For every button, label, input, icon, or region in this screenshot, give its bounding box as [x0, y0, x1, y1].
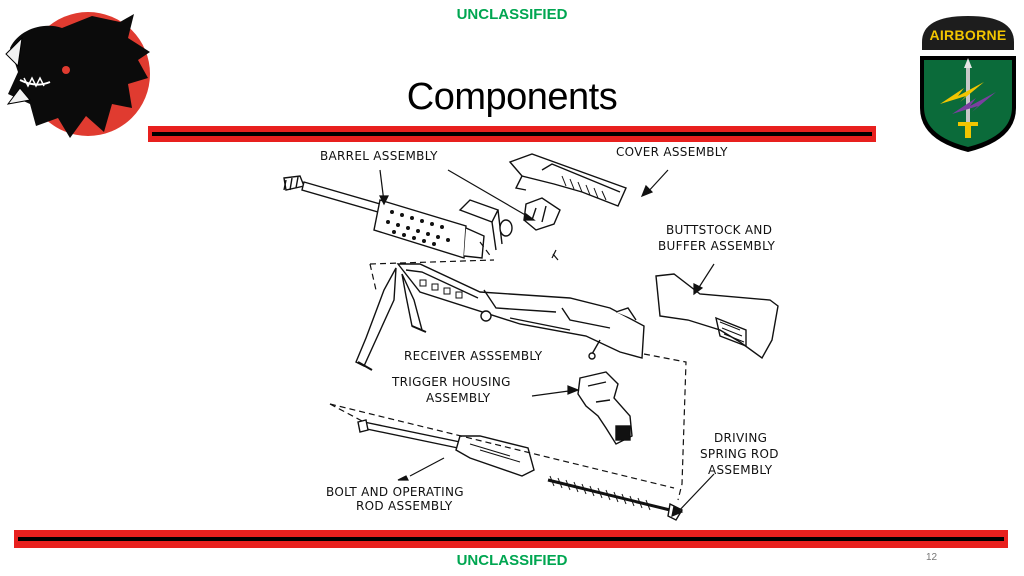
label-driving-line3: ASSEMBLY — [708, 463, 773, 477]
boar-eye — [62, 66, 70, 74]
label-buttstock-line1: BUTTSTOCK AND — [666, 223, 772, 237]
bottom-accent-line — [18, 537, 1004, 541]
bottom-classification-banner: UNCLASSIFIED — [456, 552, 568, 569]
boar-teeth — [23, 76, 45, 88]
dagger-tip — [964, 58, 972, 68]
boar-emblem-logo — [5, 12, 150, 138]
receiver-assembly-part — [396, 263, 645, 360]
label-receiver-assembly: RECEIVER ASSSEMBLY — [404, 349, 543, 363]
diagram-labels: BARREL ASSEMBLY COVER ASSEMBLY BUTTSTOCK… — [320, 145, 779, 513]
driving-spring-rod-part — [547, 475, 683, 521]
boar-tusk-lower — [6, 87, 31, 105]
top-classification-banner: UNCLASSIFIED — [456, 6, 568, 23]
label-bolt-line2: ROD ASSEMBLY — [356, 499, 453, 513]
page-number: 12 — [926, 552, 938, 563]
cover-assembly-part — [508, 153, 627, 231]
boar-head-silhouette — [8, 14, 150, 138]
label-trigger-line2: ASSEMBLY — [426, 391, 491, 405]
label-driving-line1: DRIVING — [714, 431, 767, 445]
label-driving-line2: SPRING ROD — [700, 447, 779, 461]
machine-gun-components-diagram: BARREL ASSEMBLY COVER ASSEMBLY BUTTSTOCK… — [283, 145, 779, 521]
top-accent-line — [152, 132, 872, 136]
airborne-tab-text: AIRBORNE — [929, 27, 1006, 43]
label-cover-assembly: COVER ASSEMBLY — [616, 145, 728, 159]
lightning-bolt-purple — [952, 92, 996, 114]
label-barrel-assembly: BARREL ASSEMBLY — [320, 149, 438, 163]
airborne-shield-logo: AIRBORNE — [920, 16, 1016, 152]
boar-tusk-upper — [5, 36, 23, 68]
slide-title: Components — [406, 76, 618, 118]
lightning-bolt-gold — [940, 82, 984, 104]
bolt-operating-rod-part — [357, 419, 535, 477]
leader-arrows — [379, 169, 715, 517]
trigger-housing-part — [577, 371, 633, 445]
alignment-dashed-lines — [329, 241, 687, 501]
bipod-part — [355, 267, 427, 371]
label-trigger-line1: TRIGGER HOUSING — [391, 375, 511, 389]
cover-pin-part — [551, 249, 559, 261]
label-bolt-line1: BOLT AND OPERATING — [326, 485, 464, 499]
dagger-crossguard — [958, 122, 978, 126]
barrel-assembly-part — [283, 175, 513, 259]
airborne-tab — [922, 16, 1014, 50]
buttstock-part — [655, 273, 779, 360]
label-buttstock-line2: BUFFER ASSEMBLY — [658, 239, 775, 253]
dagger-hilt — [965, 126, 971, 138]
